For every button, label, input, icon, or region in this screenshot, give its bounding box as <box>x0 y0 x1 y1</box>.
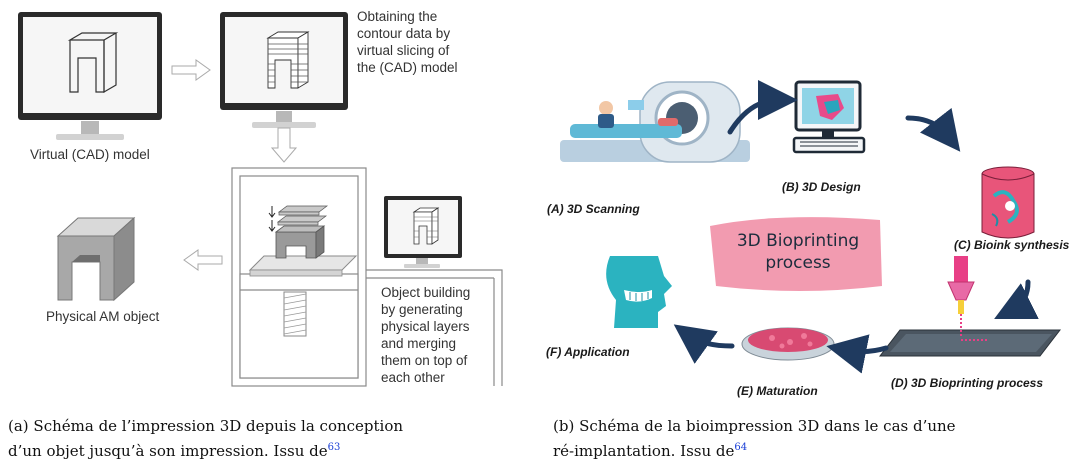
caption-b-line: (b) Schéma de la bioimpression 3D dans l… <box>553 417 956 435</box>
petri-dish-icon <box>741 327 835 361</box>
jaw-implant-icon <box>606 256 672 328</box>
label-building-line: them on top of <box>381 353 468 368</box>
arrow-d-to-e-icon <box>826 334 889 374</box>
caption-b-text: ré-implantation. Issu de <box>553 442 735 460</box>
center-title-line: 3D Bioprinting <box>736 231 860 251</box>
label-building-line: each other <box>381 370 445 385</box>
panel-a-3d-printing-diagram: Virtual (CAD) model Obtaining the contou… <box>0 0 530 390</box>
caption-a-line: (a) Schéma de l’impression 3D depuis la … <box>8 417 404 435</box>
center-banner <box>710 217 882 291</box>
step-c-label: (C) Bioink synthesis <box>954 238 1070 252</box>
caption-a-line: d’un objet jusqu’à son impression. Issu … <box>8 437 528 462</box>
step-a-label: (A) 3D Scanning <box>547 202 640 216</box>
caption-a-text: d’un objet jusqu’à son impression. Issu … <box>8 442 328 460</box>
center-title: 3D Bioprinting process <box>718 230 878 274</box>
arrow-a-to-b-icon <box>727 80 798 135</box>
panel-b-drawing <box>560 80 1062 374</box>
arrow-b-to-c-icon <box>905 107 961 152</box>
printing-layers-icon <box>268 205 329 259</box>
monitor-3-icon <box>384 196 462 268</box>
label-slicing: Obtaining the contour data by virtual sl… <box>357 8 527 76</box>
label-physical-object: Physical AM object <box>46 309 160 324</box>
step-f-label: (F) Application <box>546 345 630 359</box>
label-slicing-line: the (CAD) model <box>357 60 458 75</box>
cycle-arrows <box>673 80 1039 374</box>
label-slicing-line: contour data by <box>357 26 451 41</box>
label-building-line: by generating <box>381 302 463 317</box>
label-building-line: physical layers <box>381 319 470 334</box>
caption-a: (a) Schéma de l’impression 3D depuis la … <box>8 416 528 462</box>
mri-scanner-icon <box>560 81 750 163</box>
step-b-label: (B) 3D Design <box>782 180 861 194</box>
arrow-c-to-d-icon <box>994 279 1039 319</box>
panel-a-drawing <box>18 12 503 387</box>
bioprinter-icon <box>878 256 1062 357</box>
step-d-label: (D) 3D Bioprinting process <box>891 376 1044 390</box>
step-e-label: (E) Maturation <box>737 384 818 398</box>
physical-object-icon <box>56 216 136 302</box>
caption-b-line: ré-implantation. Issu de64 <box>553 437 1075 462</box>
arrow-left-icon <box>183 249 223 271</box>
label-building-line: Object building <box>381 285 471 300</box>
label-building-line: and merging <box>381 336 457 351</box>
caption-b: (b) Schéma de la bioimpression 3D dans l… <box>553 416 1075 462</box>
monitor-2-icon <box>220 12 348 128</box>
label-building: Object building by generating physical l… <box>381 284 501 386</box>
arrow-down-icon <box>270 127 298 163</box>
monitor-1-icon <box>18 12 162 140</box>
center-title-line: process <box>765 253 831 273</box>
arrow-e-to-f-icon <box>673 324 735 364</box>
panel-b-bioprinting-diagram: (A) 3D Scanning (B) 3D Design (C) Bioink… <box>540 0 1080 398</box>
label-slicing-line: virtual slicing of <box>357 43 450 58</box>
design-computer-icon <box>792 80 866 154</box>
caption-a-reference-link[interactable]: 63 <box>327 442 341 453</box>
label-slicing-line: Obtaining the <box>357 9 438 24</box>
build-platform <box>248 255 358 337</box>
caption-b-reference-link[interactable]: 64 <box>734 442 748 453</box>
bioink-container-icon <box>981 166 1035 239</box>
label-virtual-model: Virtual (CAD) model <box>30 147 150 162</box>
arrow-right-icon <box>171 59 211 81</box>
